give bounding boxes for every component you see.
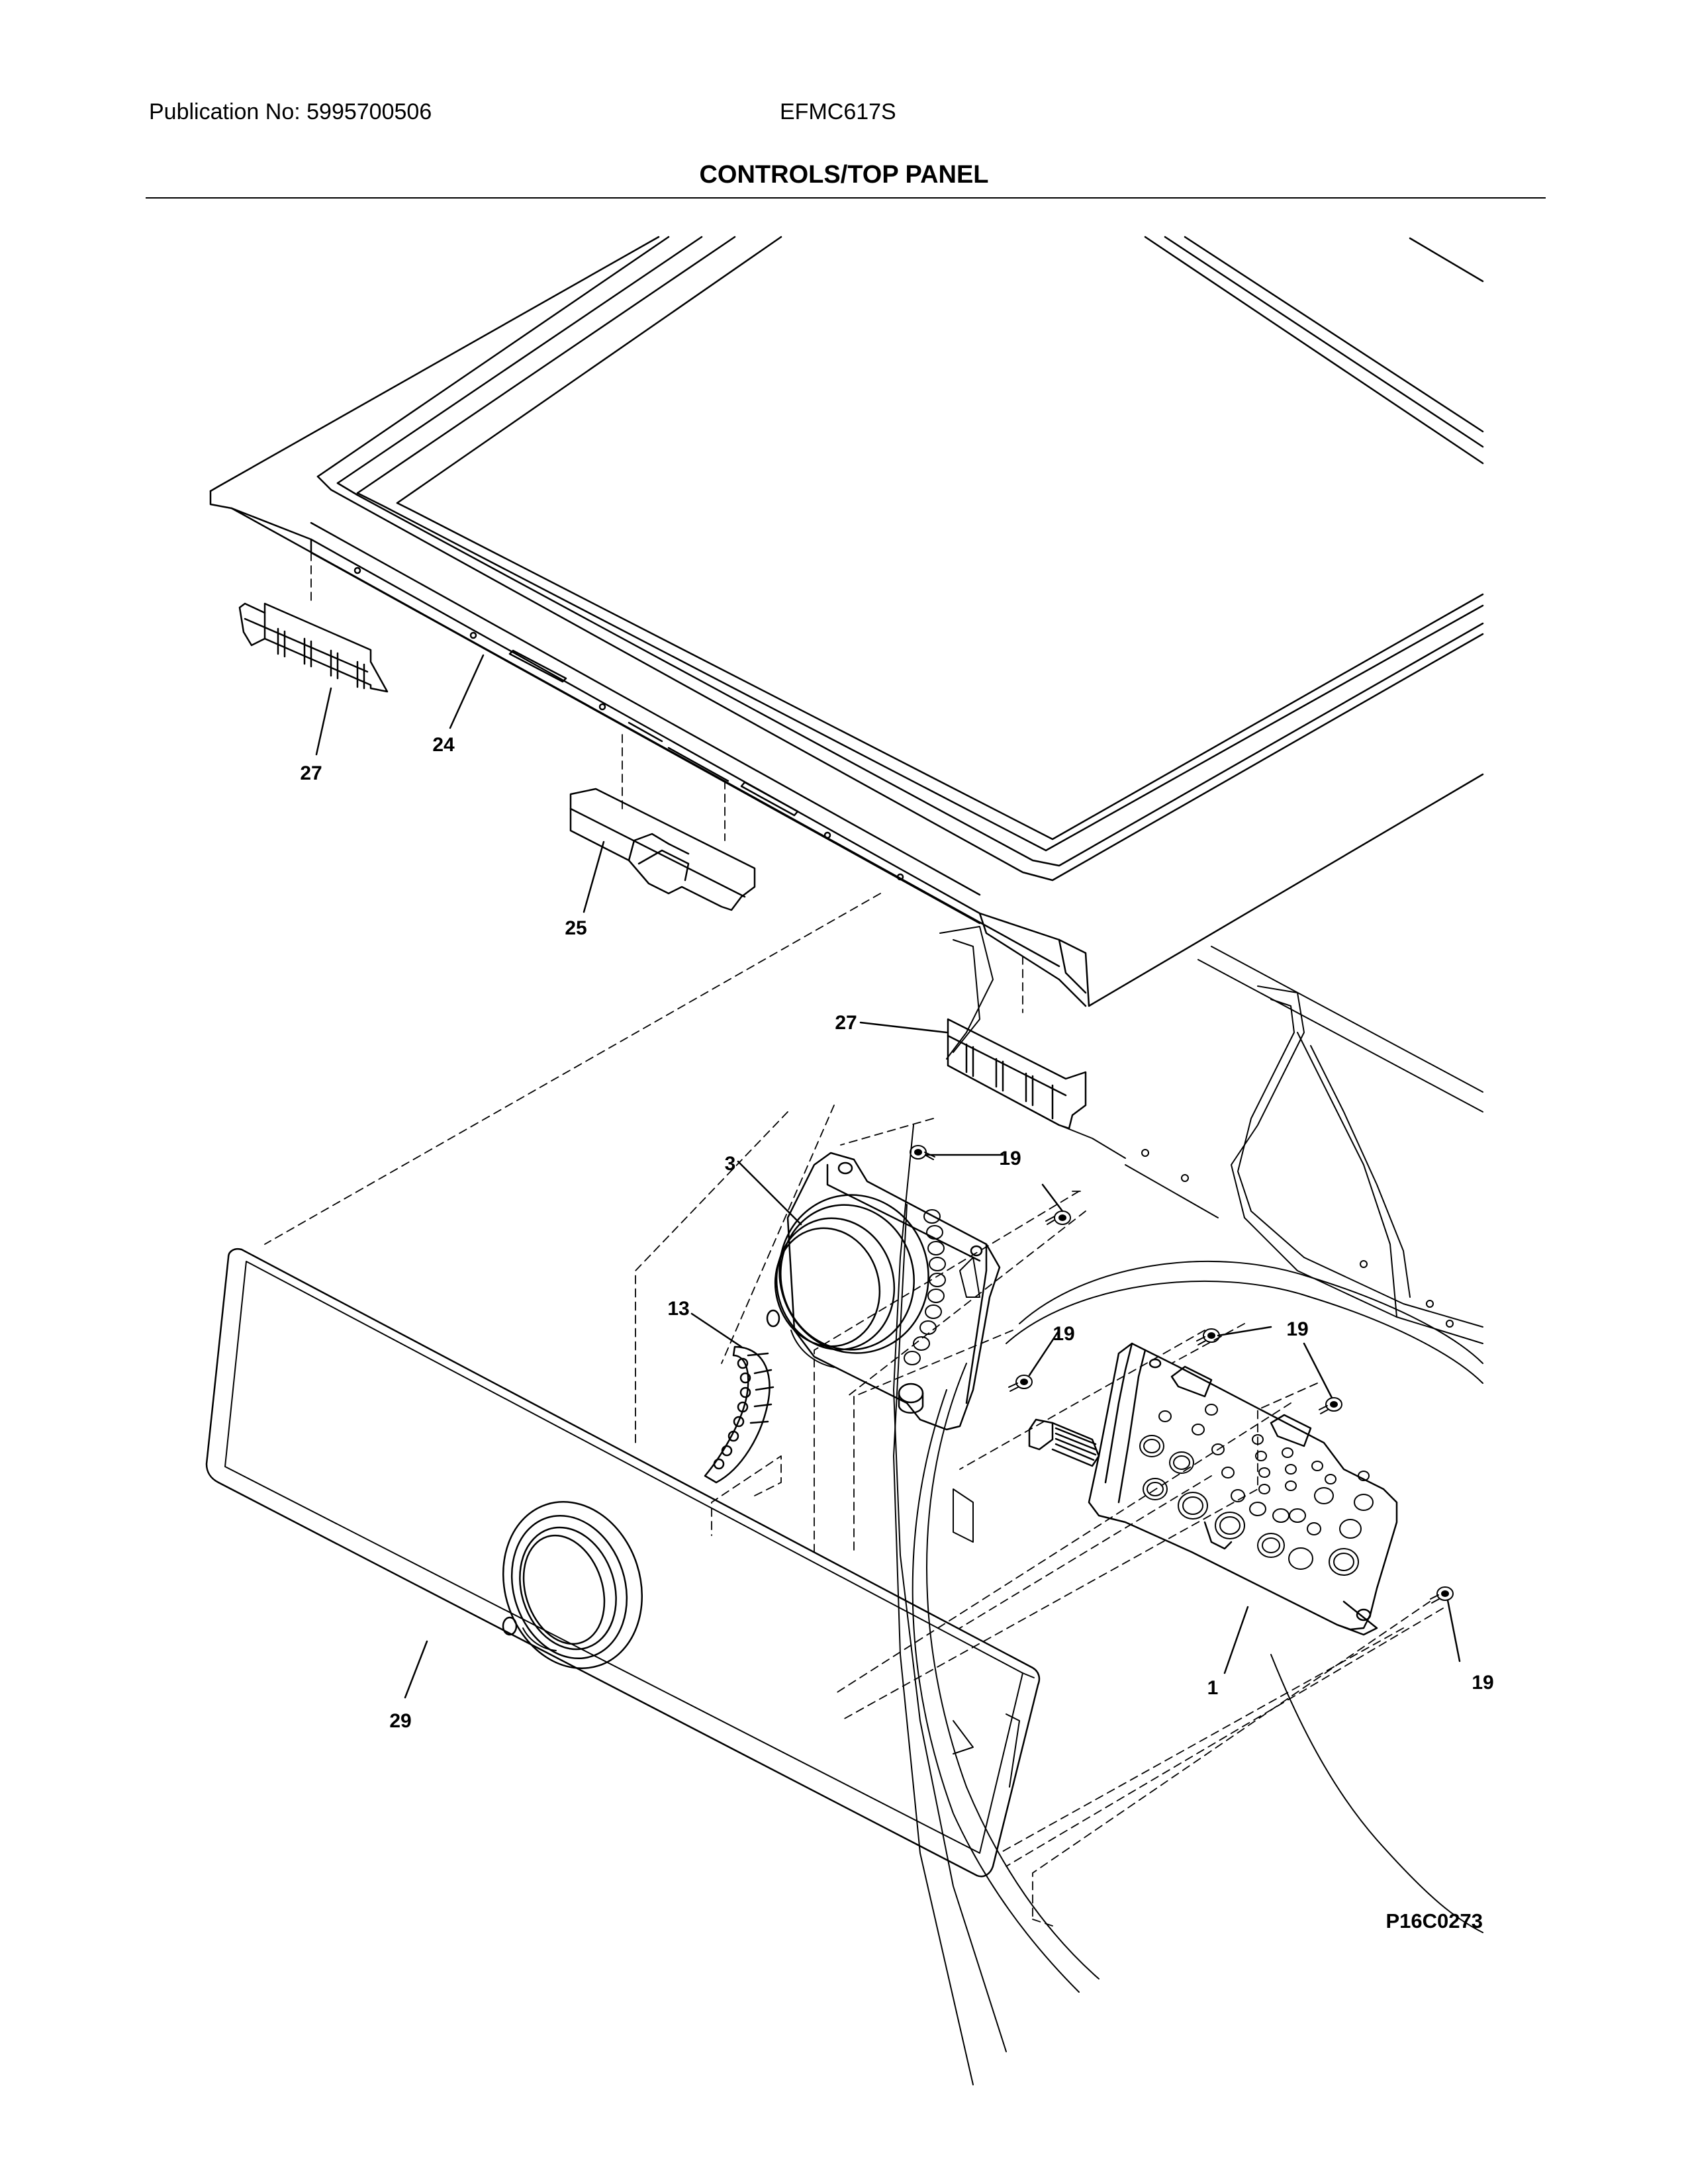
bracket-right	[947, 1018, 1087, 1130]
callout-27-right: 27	[835, 1012, 857, 1034]
callout-19-top: 19	[999, 1148, 1021, 1169]
screws	[910, 1145, 1454, 1604]
callout-1: 1	[1207, 1677, 1219, 1699]
callout-29: 29	[389, 1710, 411, 1732]
bracket-left	[238, 602, 389, 693]
screw	[1045, 1210, 1071, 1225]
callout-24: 24	[432, 734, 455, 756]
top-panel	[209, 236, 1484, 1007]
leader-lines	[315, 654, 1461, 1699]
support-bracket	[569, 788, 756, 911]
selector-assembly	[766, 1152, 1001, 1431]
light-pipe	[704, 1345, 774, 1484]
control-panel-fascia	[205, 1248, 1041, 1878]
callout-13: 13	[667, 1298, 689, 1320]
cabinet-frame	[893, 926, 1483, 2085]
callout-19-mid-left: 19	[1053, 1323, 1074, 1345]
control-board	[1028, 1342, 1398, 1636]
callout-19-mid-right: 19	[1286, 1318, 1308, 1340]
publication-number: Publication No: 5995700506	[149, 99, 432, 124]
screw	[910, 1145, 935, 1160]
diagram-code: P16C0273	[1385, 1909, 1483, 1933]
screw	[1196, 1328, 1220, 1345]
title-rule	[146, 197, 1546, 199]
model-number: EFMC617S	[780, 99, 896, 124]
callout-3: 3	[725, 1153, 736, 1175]
alignment-lines	[264, 539, 1444, 1927]
callout-labels: 27 24 25 27 3 19 13 19 19 19 1 29 P16C02…	[300, 734, 1493, 1933]
callout-27-left: 27	[300, 762, 322, 784]
callout-25: 25	[565, 917, 586, 939]
page-title: CONTROLS/TOP PANEL	[699, 161, 989, 189]
screw	[1008, 1375, 1033, 1392]
callout-19-bottom: 19	[1472, 1672, 1493, 1694]
screw	[1430, 1586, 1454, 1604]
screw	[1319, 1397, 1342, 1414]
